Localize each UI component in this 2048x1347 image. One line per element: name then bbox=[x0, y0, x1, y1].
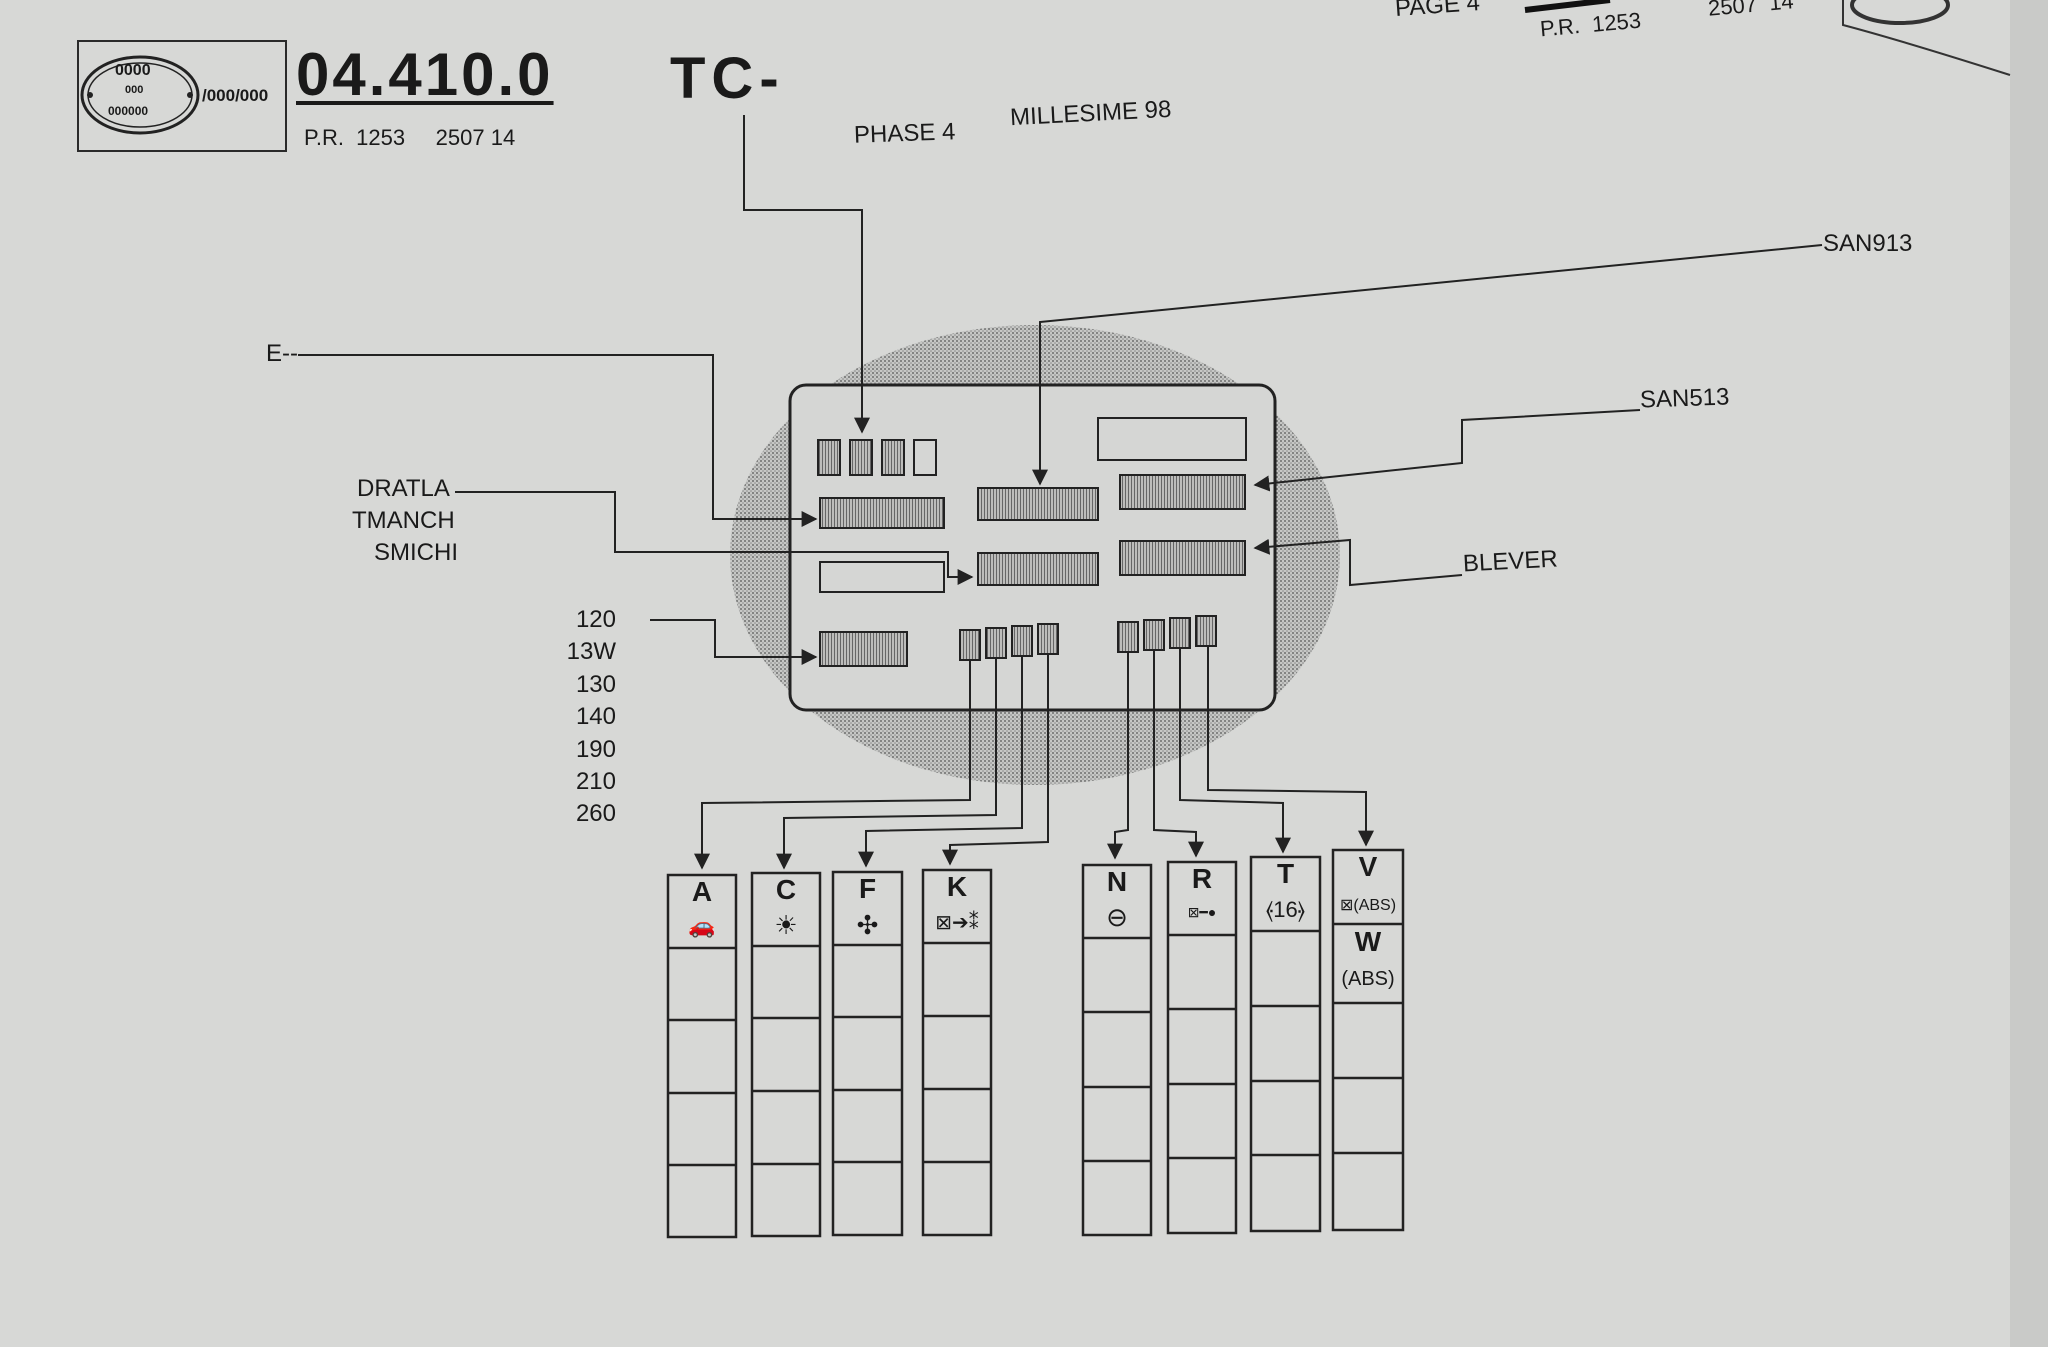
lock-arrow-icon: ⊠➔⁑ bbox=[935, 912, 979, 934]
sun-icon: ☀ bbox=[774, 910, 798, 940]
logo-oval bbox=[80, 55, 200, 135]
column-v-grid bbox=[1331, 848, 1405, 1232]
column-k-letter: K bbox=[946, 871, 968, 902]
engine-code-1: 13W bbox=[566, 638, 616, 665]
column-a-grid bbox=[666, 873, 738, 1239]
logo-glyph-top: 0000 bbox=[115, 62, 151, 79]
engine-code-0: 120 bbox=[575, 606, 616, 633]
callout-smichi: SMICHI bbox=[374, 539, 458, 566]
callout-blever: BLEVER bbox=[1462, 545, 1559, 578]
engine-code-2: 130 bbox=[575, 671, 616, 698]
pr-line: P.R. 1253 2507 14 bbox=[304, 125, 516, 150]
code-label: TC- bbox=[670, 46, 785, 111]
column-t-grid bbox=[1249, 855, 1322, 1233]
logo-glyph-bot: 000000 bbox=[108, 104, 149, 118]
doc-number: 04.410.0 bbox=[296, 41, 554, 108]
callout-e: E-- bbox=[266, 340, 298, 367]
engine-code-6: 260 bbox=[575, 800, 616, 827]
callout-dratla: DRATLA bbox=[357, 475, 450, 502]
minus-circle-icon: ⊖ bbox=[1106, 902, 1128, 932]
callout-tmanch: TMANCH bbox=[352, 507, 455, 534]
column-a-letter: A bbox=[691, 876, 713, 907]
column-t-letter: T bbox=[1276, 858, 1295, 889]
radio-icon: ⊠━● bbox=[1187, 904, 1217, 920]
car-icon: 🚗 bbox=[688, 913, 716, 938]
phase-label: PHASE 4 bbox=[853, 118, 956, 149]
column-n-grid bbox=[1081, 863, 1153, 1237]
w-abs-text: (ABS) bbox=[1341, 968, 1395, 990]
callout-san513: SAN513 bbox=[1639, 383, 1730, 414]
logo-text: /000/000 bbox=[202, 86, 269, 105]
speed-icon: ⦑16⦒ bbox=[1266, 897, 1305, 922]
column-f-letter: F bbox=[858, 873, 877, 904]
column-r-grid bbox=[1166, 860, 1238, 1235]
column-v-letter: V bbox=[1358, 851, 1378, 882]
callout-san913: SAN913 bbox=[1823, 230, 1913, 257]
column-k-grid bbox=[921, 868, 993, 1237]
engine-code-3: 140 bbox=[575, 703, 616, 730]
logo-glyph-mid: 000 bbox=[125, 84, 144, 96]
abs-icon: ⊠(ABS) bbox=[1339, 897, 1397, 914]
column-f-grid bbox=[831, 870, 904, 1237]
column-c-grid bbox=[750, 871, 822, 1238]
column-n-letter: N bbox=[1106, 866, 1128, 897]
engine-code-5: 210 bbox=[575, 768, 616, 795]
fan-icon: ✣ bbox=[856, 910, 879, 940]
column-r-letter: R bbox=[1191, 863, 1213, 894]
column-w-letter: W bbox=[1354, 926, 1382, 957]
next-page-logo-edge bbox=[1842, 0, 2011, 76]
column-c-letter: C bbox=[775, 874, 797, 905]
logo-box bbox=[77, 40, 287, 152]
next-page-edge bbox=[2010, 0, 2048, 1347]
engine-code-4: 190 bbox=[575, 736, 616, 763]
